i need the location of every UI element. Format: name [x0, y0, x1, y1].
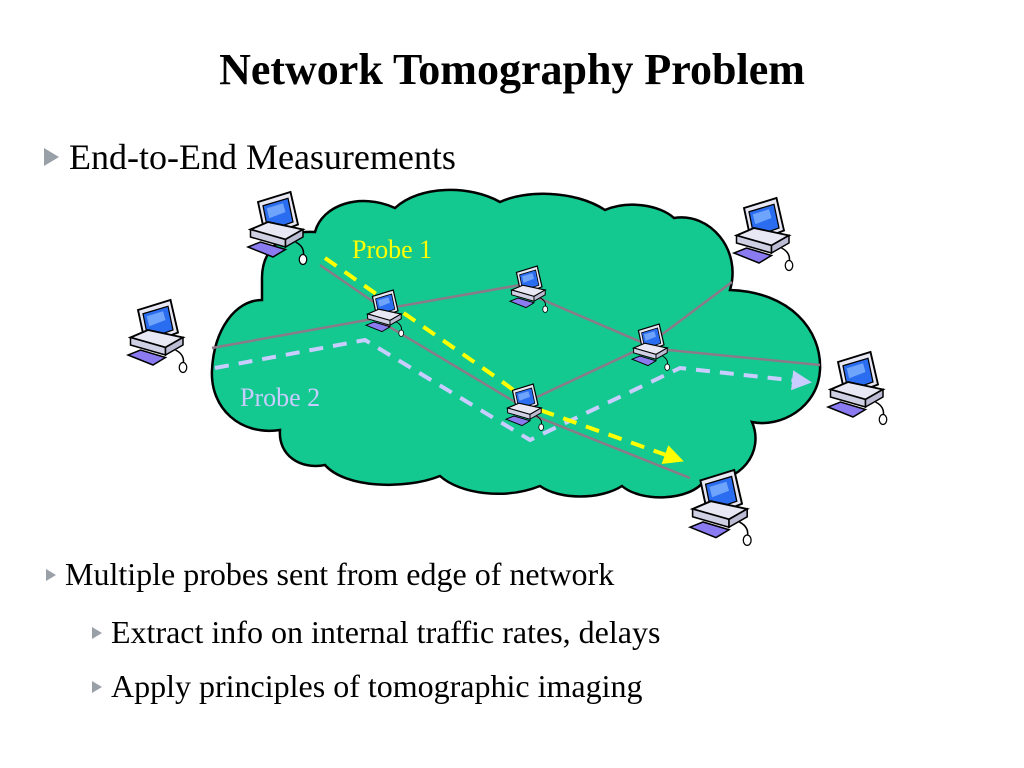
bullet-extract-info: Extract info on internal traffic rates, … [92, 614, 660, 651]
probe-1-label: Probe 1 [352, 235, 432, 264]
bullet-arrow-icon [92, 626, 102, 639]
bullet-apply-principles: Apply principles of tomographic imaging [92, 668, 642, 705]
computer-icon [733, 197, 794, 272]
bullet-multiple-probes: Multiple probes sent from edge of networ… [46, 556, 614, 593]
bullet-arrow-icon [92, 680, 102, 693]
network-cloud [210, 188, 822, 499]
probe-2-label: Probe 2 [240, 383, 320, 412]
slide-title: Network Tomography Problem [219, 45, 805, 94]
probe-1-path [323, 256, 684, 465]
probe-2-path [214, 337, 812, 443]
computer-icon [827, 351, 888, 426]
computer-icon [127, 299, 188, 374]
bullet-text: Apply principles of tomographic imaging [111, 668, 643, 704]
bullet-text: End-to-End Measurements [69, 137, 456, 177]
bullet-arrow-icon [46, 568, 56, 581]
bullet-arrow-icon [44, 148, 59, 166]
bullet-text: Extract info on internal traffic rates, … [111, 614, 661, 650]
bullet-end-to-end: End-to-End Measurements [44, 136, 456, 178]
bullet-text: Multiple probes sent from edge of networ… [65, 556, 615, 592]
